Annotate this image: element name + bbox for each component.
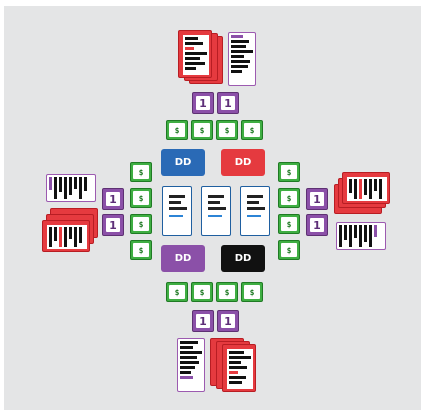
money-card-label: $ [133,191,149,204]
card-text-panel [183,35,209,75]
money-card[interactable]: $ [278,214,300,234]
money-card[interactable]: $ [216,120,238,140]
money-card[interactable]: $ [130,162,152,182]
money-card[interactable]: $ [241,282,263,302]
game-table: 1 1 $ $ $ $ DD DD DD DD $ $ $ $ 1 1 [4,6,421,410]
one-card-label: 1 [310,192,324,206]
one-card-label: 1 [106,218,120,232]
money-card-label: $ [169,123,185,136]
money-card-label: $ [244,123,260,136]
red-card[interactable] [222,344,256,392]
blue-character-card[interactable]: DD [161,149,205,176]
one-card-label: 1 [221,96,235,110]
one-card[interactable]: 1 [192,310,214,332]
purple-card[interactable] [336,222,386,250]
one-card[interactable]: 1 [102,188,124,210]
one-card[interactable]: 1 [306,214,328,236]
money-card-label: $ [133,217,149,230]
purple-character-card[interactable]: DD [161,245,205,272]
one-card-label: 1 [310,218,324,232]
money-card-label: $ [281,217,297,230]
money-card-label: $ [194,285,210,298]
money-card[interactable]: $ [166,120,188,140]
money-card[interactable]: $ [241,120,263,140]
one-card-label: 1 [196,314,210,328]
money-card[interactable]: $ [278,188,300,208]
character-card-label: DD [221,149,265,176]
money-card-label: $ [244,285,260,298]
money-card[interactable]: $ [166,282,188,302]
one-card[interactable]: 1 [217,92,239,114]
character-card-label: DD [161,149,205,176]
purple-card[interactable] [177,338,205,392]
money-card[interactable]: $ [216,282,238,302]
center-info-card[interactable] [240,186,270,236]
money-card-label: $ [133,243,149,256]
character-card-label: DD [221,245,265,272]
money-card-label: $ [169,285,185,298]
one-card[interactable]: 1 [217,310,239,332]
money-card[interactable]: $ [191,120,213,140]
one-card-label: 1 [196,96,210,110]
red-card[interactable] [42,220,90,252]
card-text-panel [347,177,387,201]
money-card-label: $ [219,285,235,298]
one-card-label: 1 [221,314,235,328]
one-card[interactable]: 1 [192,92,214,114]
one-card[interactable]: 1 [306,188,328,210]
money-card[interactable]: $ [130,214,152,234]
red-card[interactable] [342,172,390,204]
money-card[interactable]: $ [278,162,300,182]
money-card-label: $ [281,165,297,178]
center-info-card[interactable] [201,186,231,236]
card-text-panel [47,225,87,249]
money-card-label: $ [281,191,297,204]
black-character-card[interactable]: DD [221,245,265,272]
character-card-label: DD [161,245,205,272]
red-character-card[interactable]: DD [221,149,265,176]
money-card[interactable]: $ [130,188,152,208]
card-text-panel [227,349,253,389]
money-card[interactable]: $ [278,240,300,260]
money-card[interactable]: $ [130,240,152,260]
money-card-label: $ [281,243,297,256]
money-card-label: $ [133,165,149,178]
money-card[interactable]: $ [191,282,213,302]
purple-card[interactable] [46,174,96,202]
purple-card[interactable] [228,32,256,86]
money-card-label: $ [194,123,210,136]
red-card[interactable] [178,30,212,78]
one-card[interactable]: 1 [102,214,124,236]
center-info-card[interactable] [162,186,192,236]
one-card-label: 1 [106,192,120,206]
money-card-label: $ [219,123,235,136]
